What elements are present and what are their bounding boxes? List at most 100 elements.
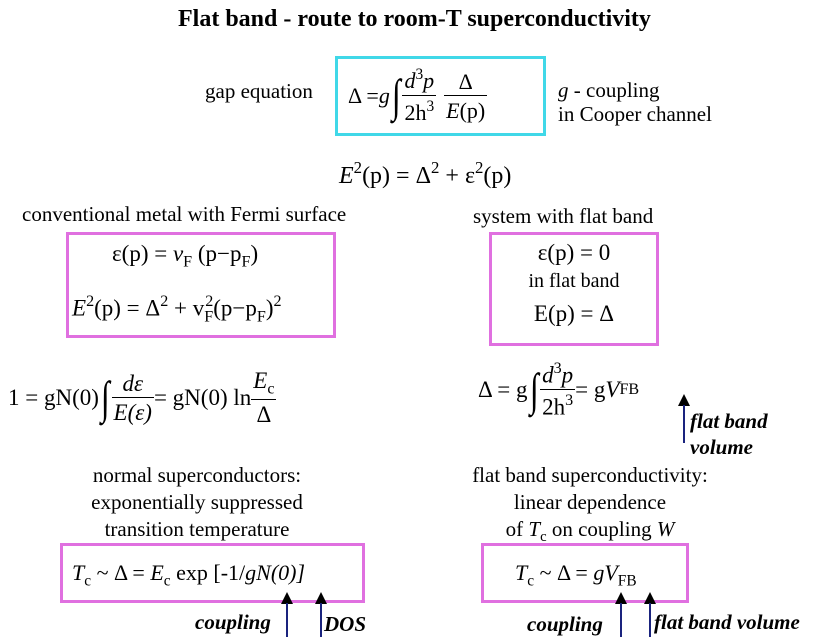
dos-arrow-line: [320, 603, 322, 637]
right-int-frac: d3p 2h3: [540, 359, 576, 420]
fb-line3-W: W: [656, 517, 675, 541]
coupling-arrow-head-right: [615, 592, 627, 604]
normal-line3: transition temperature: [104, 517, 290, 541]
fbvolume-label: flat band volume: [654, 610, 800, 634]
right-tc-tsub: c: [527, 572, 535, 590]
left-eq2-plus: + v: [168, 295, 205, 321]
right-tc-eq: Tc ~ Δ = gVFB: [515, 560, 637, 590]
left-int-den2: Δ: [256, 401, 272, 427]
gap-equation-label: gap equation: [205, 79, 313, 103]
left-tc-sim: ~ Δ =: [91, 560, 151, 585]
left-tc-E: E: [150, 560, 164, 585]
left-tc-esub: c: [163, 572, 171, 590]
fb-line3-post: on coupling: [546, 517, 657, 541]
fb-sc-text: flat band superconductivity: linear depe…: [455, 462, 725, 551]
left-eq2-paren: (p−p: [213, 295, 257, 321]
right-int-exp: 3: [553, 359, 562, 377]
dos-label: DOS: [324, 612, 367, 636]
integral-sign: ∫: [529, 364, 539, 415]
left-eq2-sq2: 2: [160, 293, 169, 310]
right-tc-vsub: FB: [617, 572, 637, 590]
right-int-p: p: [561, 362, 574, 388]
left-tc-eq: Tc ~ Δ = Ec exp [-1/gN(0)]: [72, 560, 305, 590]
normal-sc-text: normal superconductors: exponentially su…: [62, 462, 332, 543]
left-eq2-E: E: [72, 295, 87, 321]
left-eq2-sq: 2: [86, 293, 95, 310]
left-int-rhs: = gN(0) ln: [153, 385, 252, 410]
right-int-V: V: [605, 377, 620, 402]
energy-mid: (p) = Δ: [362, 163, 432, 190]
normal-line2: exponentially suppressed: [91, 490, 303, 514]
left-eq2-sq4: 2: [273, 293, 282, 310]
left-eq2: E2(p) = Δ2 + vF2(p−pF)2: [72, 293, 282, 326]
energy-sq2: 2: [431, 158, 440, 177]
volume-line1: flat band: [690, 409, 768, 433]
left-eq2-close: ): [265, 295, 274, 321]
left-tc-g: g: [245, 560, 257, 585]
right-int-den-exp: 3: [565, 391, 574, 409]
right-eq1: ε(p) = 0: [537, 240, 611, 265]
right-int-den: 2h: [542, 394, 566, 420]
left-int-frac: dε E(ε): [111, 371, 154, 426]
coupling-label-right: coupling: [527, 612, 603, 636]
fb-line3-pre: of: [505, 517, 529, 541]
right-eq-lines: ε(p) = 0 in flat band E(p) = Δ: [492, 240, 656, 327]
gap-eq-frac1: d3p 2h3: [402, 66, 437, 125]
gap-eq-frac2: Δ E(p): [444, 69, 488, 124]
right-tc-sim: ~ Δ =: [534, 560, 594, 585]
coupling-arrow-line: [286, 603, 288, 637]
right-eq1-line2: in flat band: [528, 270, 620, 292]
left-int-num2: E: [253, 368, 268, 394]
left-tc-T: T: [72, 560, 85, 585]
frac2-num: Δ: [444, 69, 488, 96]
left-int-frac2: Ec Δ: [251, 368, 277, 428]
left-eq1-v: v: [172, 241, 184, 266]
volume-line2: volume: [690, 435, 753, 459]
energy-E: E: [339, 163, 354, 190]
left-heading: conventional metal with Fermi surface: [22, 202, 347, 226]
gap-equation: Δ = g ∫ d3p 2h3 Δ E(p): [348, 60, 488, 132]
dos-arrow-head: [315, 592, 327, 604]
coupling-g: g: [558, 78, 569, 102]
right-int-lhs: Δ = g: [478, 377, 528, 402]
left-tc-tsub: c: [84, 572, 92, 590]
right-eq-box: [489, 232, 659, 346]
volume-arrow-line: [683, 405, 685, 443]
left-int-den: E(ε): [113, 399, 152, 425]
fbvolume-arrow-line: [649, 603, 651, 637]
gap-eq-delta: Δ =: [348, 83, 379, 108]
volume-arrow-head: [678, 394, 690, 406]
left-eq1: ε(p) = vF (p−pF): [112, 241, 258, 272]
right-eq2: E(p) = Δ: [533, 301, 615, 326]
right-int-rhs: = g: [575, 377, 606, 402]
right-tc-g: g: [593, 560, 605, 585]
left-eq1-close: ): [250, 241, 259, 266]
right-heading: system with flat band: [473, 204, 654, 228]
frac2-p: (p): [459, 97, 486, 123]
gap-equation-box: [335, 56, 546, 136]
left-tc-box: [60, 543, 365, 603]
left-eq2-psub: F: [256, 308, 266, 326]
left-tc-N: N(0)]: [256, 560, 306, 585]
energy-equation: E2(p) = Δ2 + ε2(p): [339, 158, 511, 190]
left-integral: 1 = gN(0) ∫ dε E(ε) = gN(0) ln Ec Δ: [8, 362, 277, 434]
fbvolume-arrow-head: [644, 592, 656, 604]
page-title: Flat band - route to room-T superconduct…: [178, 6, 651, 32]
left-eq1-vsub: F: [183, 253, 193, 271]
left-eq1-paren: (p−p: [192, 241, 242, 266]
left-int-lhs: 1 = gN(0): [8, 385, 99, 410]
fb-line1: flat band superconductivity:: [472, 463, 708, 487]
left-eq2-sq3: 2: [205, 293, 214, 310]
left-eq2-vsub: F: [204, 308, 214, 326]
left-eq1-psub: F: [241, 253, 251, 271]
frac2-E: E: [446, 97, 460, 123]
left-eq-box: [66, 232, 336, 338]
energy-plus: + ε: [439, 163, 476, 190]
fb-line3-T: T: [528, 517, 541, 541]
frac-d: d: [404, 68, 416, 94]
energy-sq3: 2: [475, 158, 484, 177]
integral-sign: ∫: [100, 372, 110, 423]
integral-sign: ∫: [391, 70, 401, 121]
right-tc-V: V: [604, 560, 618, 585]
frac-den-exp: 3: [426, 97, 435, 115]
